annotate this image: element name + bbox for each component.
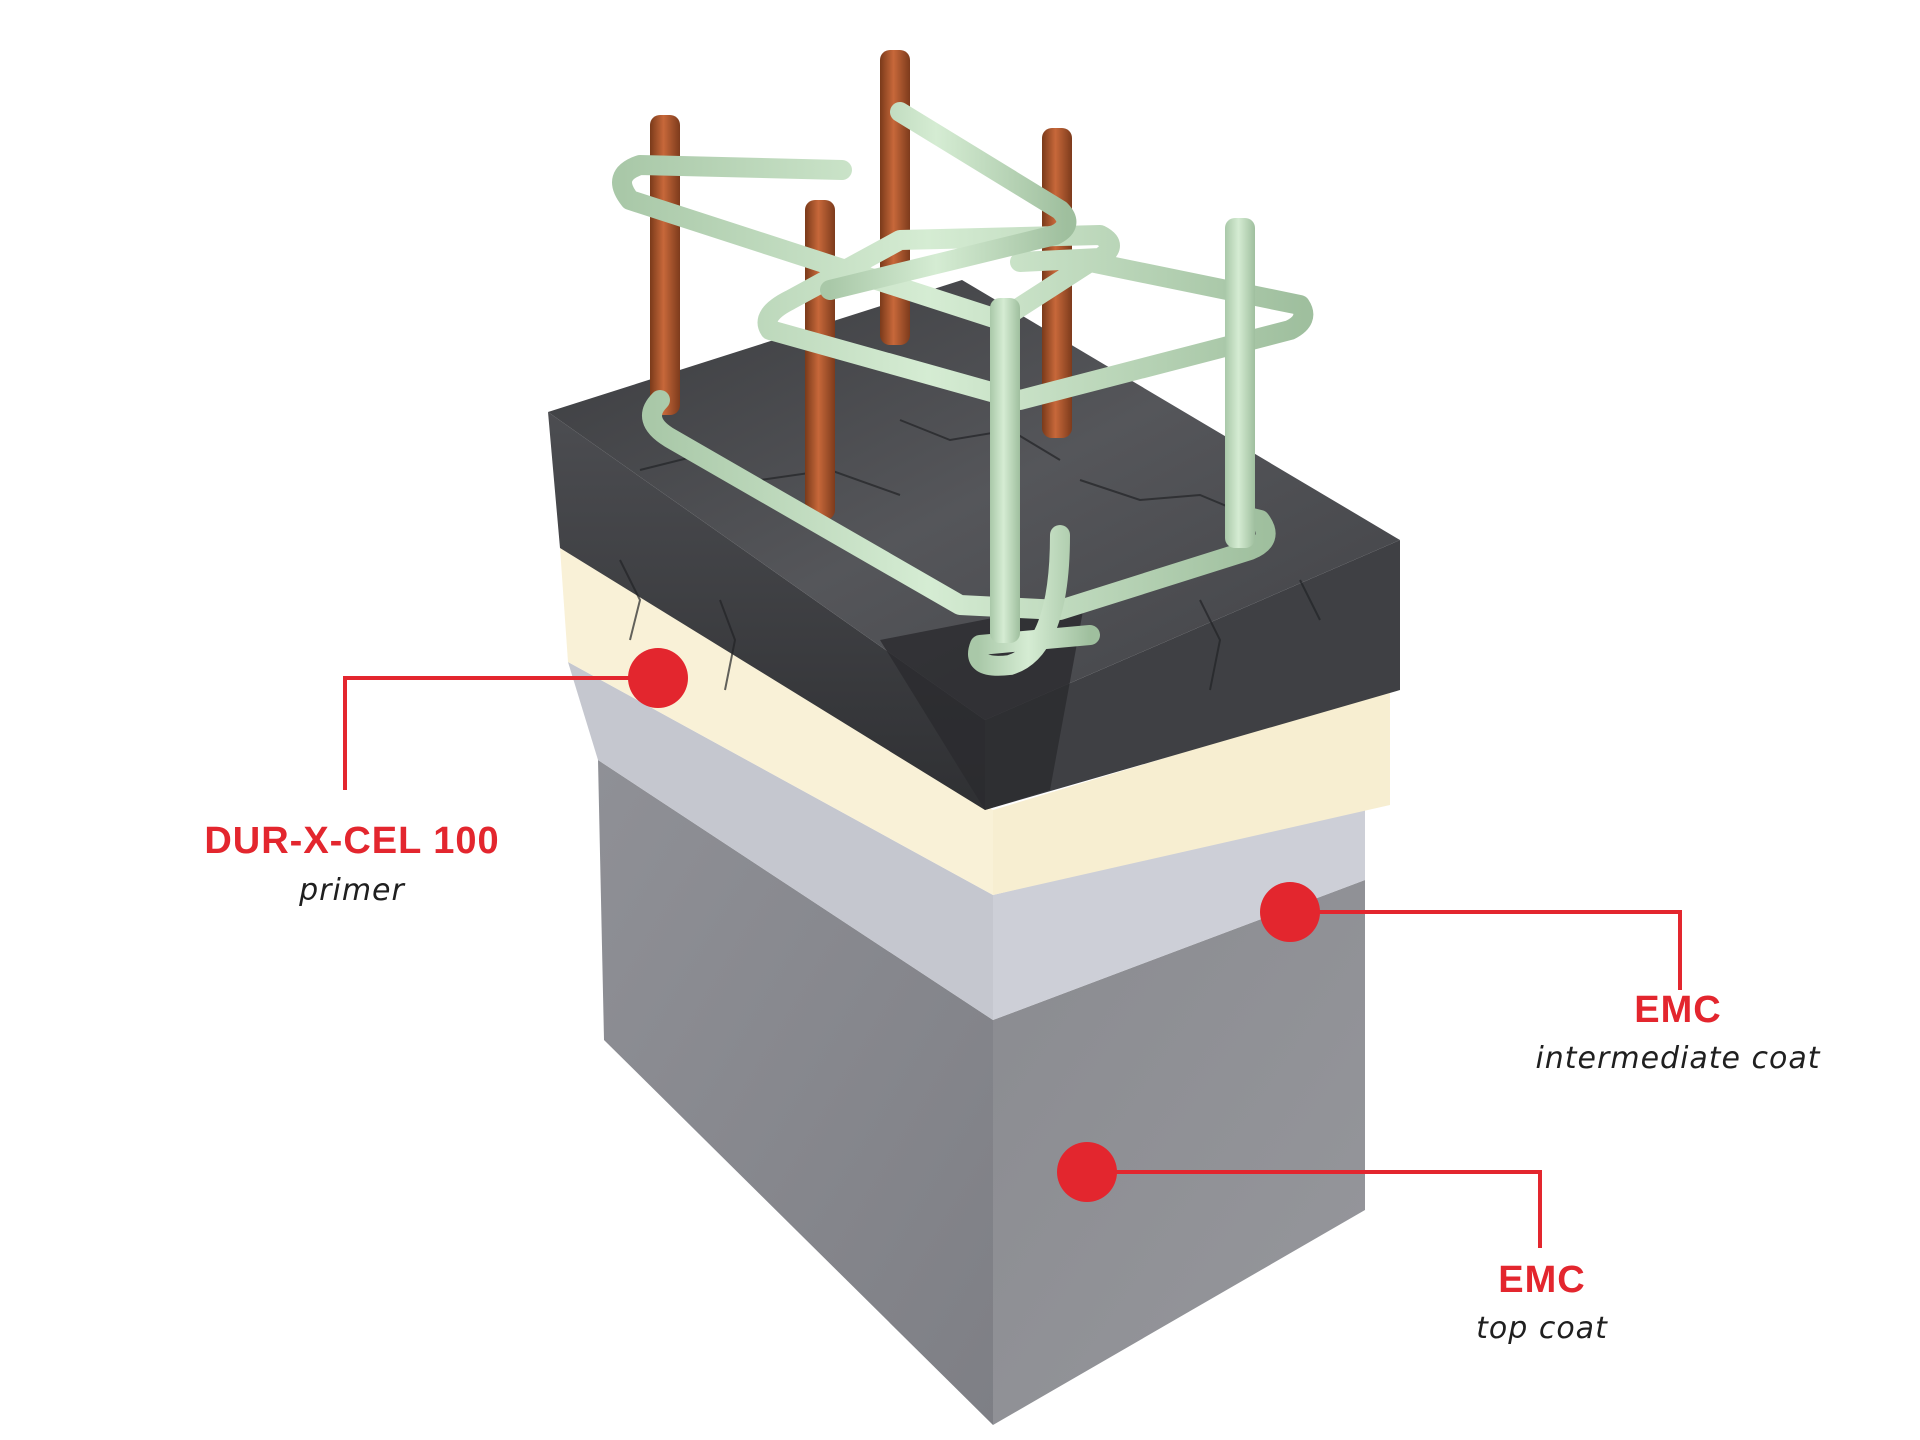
callout-primer-marker: [628, 648, 688, 708]
primer-layer: [560, 548, 1390, 895]
callout-intermediate-subtitle: intermediate coat: [1535, 1041, 1820, 1076]
callout-topcoat-marker: [1057, 1142, 1117, 1202]
coated-stirrup-upper: [612, 155, 1314, 410]
coated-stirrup-hook: [968, 525, 1100, 676]
callout-primer-subtitle: primer: [298, 873, 405, 908]
top-coat-layer: [598, 760, 1365, 1425]
callout-topcoat-subtitle: top coat: [1476, 1311, 1608, 1346]
rusty-rebar: [880, 50, 910, 345]
callout-topcoat-title: EMC: [1498, 1259, 1585, 1301]
callout-intermediate: EMC intermediate coat: [1260, 882, 1820, 1076]
callout-intermediate-marker: [1260, 882, 1320, 942]
callout-intermediate-title: EMC: [1634, 989, 1721, 1031]
coated-rebar: [990, 298, 1020, 643]
callout-primer: DUR-X-CEL 100 primer: [204, 648, 688, 908]
rusty-rebar: [650, 115, 680, 415]
coated-rebar: [1225, 218, 1255, 548]
coated-stirrup-middle: [820, 102, 1077, 300]
intermediate-coat-layer: [568, 662, 1365, 1020]
rebar-cage: [612, 50, 1314, 676]
callout-primer-title: DUR-X-CEL 100: [204, 820, 499, 862]
callout-topcoat: EMC top coat: [1057, 1142, 1608, 1346]
